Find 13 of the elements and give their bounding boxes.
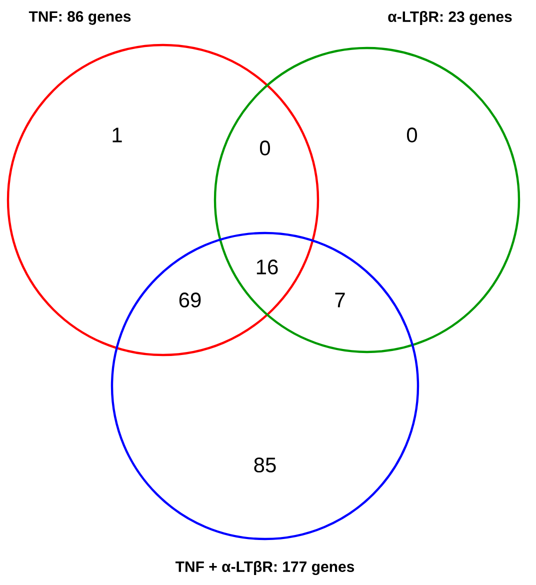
region-count: 0 [406, 128, 418, 142]
circle-title: TNF: 86 genes [28, 11, 131, 25]
region-count: 7 [335, 292, 345, 308]
region-count: 16 [256, 260, 278, 274]
circle-title: α-LTβR: 23 genes [388, 10, 512, 26]
region-count: 1 [112, 128, 122, 142]
circle-title: TNF + α-LTβR: 177 genes [175, 560, 354, 576]
venn-circle [214, 10, 520, 354]
venn-circle [6, 11, 320, 356]
region-count: 0 [260, 140, 270, 156]
region-count: 69 [179, 292, 201, 308]
venn-circle [110, 232, 420, 576]
region-count: 85 [254, 458, 276, 472]
